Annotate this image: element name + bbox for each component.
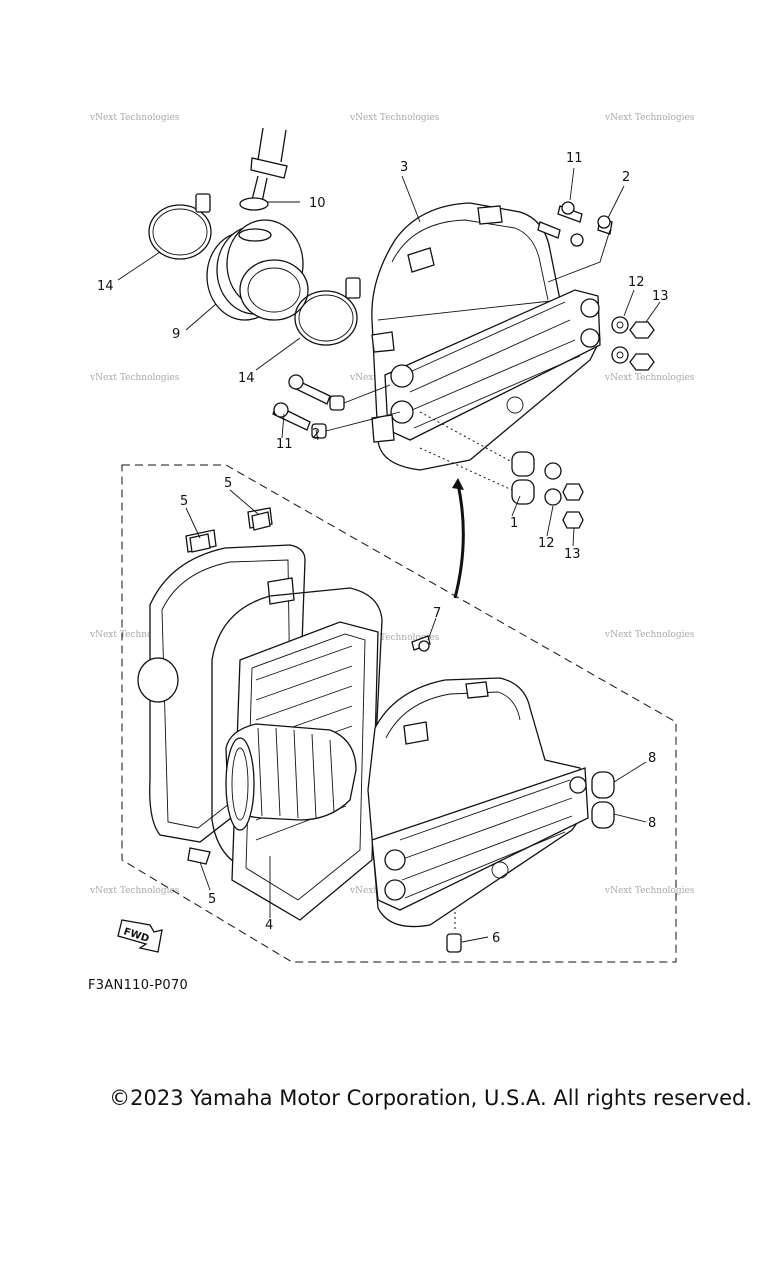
watermark: vNext Technologies [89, 886, 180, 896]
grommet [591, 771, 615, 799]
callout-13: 13 [652, 289, 669, 304]
watermark: vNext Technologies [604, 373, 695, 383]
callout-1: 1 [510, 516, 518, 531]
callout-4: 4 [265, 918, 273, 933]
callout-14: 14 [238, 371, 255, 386]
callout-12: 12 [538, 536, 555, 551]
grommet [591, 801, 615, 829]
fwd-arrow: FWD [117, 919, 163, 953]
intake-hose [257, 127, 287, 163]
air-cleaner-case [371, 202, 601, 471]
bolt-set-lower [272, 374, 401, 439]
callout-11: 11 [276, 437, 293, 452]
clip [251, 511, 271, 531]
callout-2: 2 [622, 170, 630, 185]
callout-13: 13 [564, 547, 581, 562]
intake-duct [225, 723, 357, 831]
callout-11: 11 [566, 151, 583, 166]
callout-8: 8 [648, 816, 656, 831]
callout-14: 14 [97, 279, 114, 294]
callout-numbers: 1 2 2 3 4 5 5 5 6 7 8 8 9 10 11 11 12 12… [97, 151, 669, 946]
watermark: vNext Technologies [89, 373, 180, 383]
watermark: vNext Technologies [604, 630, 695, 640]
parts-diagram: vNext Technologies vNext Technologies vN… [89, 113, 695, 963]
watermark: vNext Technologies [349, 633, 440, 643]
washer-nut-right [611, 316, 655, 371]
callout-5: 5 [208, 892, 216, 907]
callout-5: 5 [224, 476, 232, 491]
drain-plug [446, 933, 462, 953]
hose-clamp-right [294, 290, 358, 346]
watermark: vNext Technologies [89, 630, 180, 640]
callout-10: 10 [309, 196, 326, 211]
watermark: vNext Technologies [604, 113, 695, 123]
callout-8: 8 [648, 751, 656, 766]
watermark: vNext Technologies [604, 886, 695, 896]
seal [211, 587, 383, 891]
upper-assembly [148, 127, 655, 599]
bolt-set-upper [537, 201, 613, 283]
callout-6: 6 [492, 931, 500, 946]
copyright-notice: ©2023 Yamaha Motor Corporation, U.S.A. A… [109, 1086, 752, 1110]
breather-pipe [251, 175, 268, 203]
leader-lines [117, 167, 661, 943]
diagram-reference-code: F3AN110-P070 [88, 978, 189, 993]
air-cleaner-cover [367, 677, 589, 928]
exploded-view-border [121, 464, 677, 963]
callout-3: 3 [400, 160, 408, 175]
callout-2: 2 [312, 427, 320, 442]
hose-clamp-left [148, 204, 212, 260]
air-intake-joint [206, 219, 309, 321]
lower-assembly: FWD [117, 507, 615, 953]
callout-5: 5 [180, 494, 188, 509]
watermark: vNext Technologies [349, 113, 440, 123]
watermark: vNext Technologies [89, 113, 180, 123]
clip [187, 847, 211, 865]
callout-9: 9 [172, 327, 180, 342]
clip [189, 533, 211, 553]
callout-7: 7 [433, 606, 441, 621]
callout-12: 12 [628, 275, 645, 290]
grommet-set [419, 411, 584, 529]
